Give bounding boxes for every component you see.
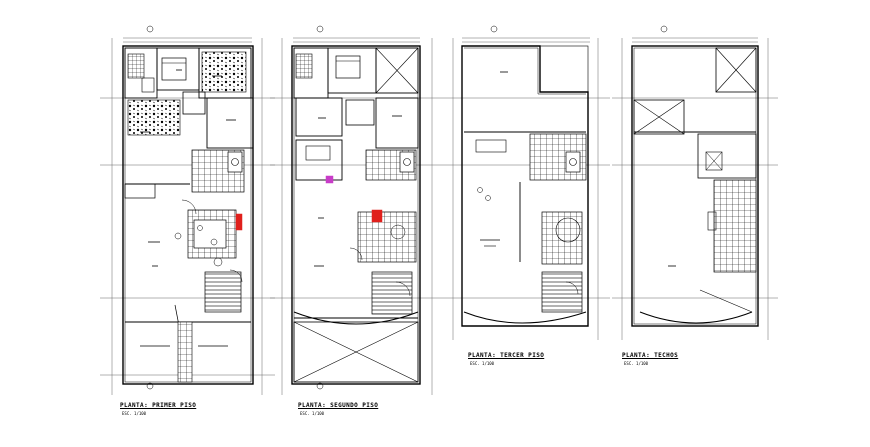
plan-scale-techos: ESC. 1/100 — [624, 361, 649, 366]
plan-scale-primer-piso: ESC. 1/100 — [122, 411, 147, 416]
plan-title-primer-piso: PLANTA: PRIMER PISO — [120, 402, 197, 409]
plan-title-segundo-piso: PLANTA: SEGUNDO PISO — [298, 402, 379, 409]
plan-primer-piso — [100, 25, 275, 395]
plan-techos — [612, 25, 778, 340]
plan-scale-segundo-piso: ESC. 1/100 — [300, 411, 325, 416]
plan-title-techos: PLANTA: TECHOS — [622, 352, 679, 359]
plan-title-tercer-piso: PLANTA: TERCER PISO — [468, 352, 545, 359]
plan-scale-tercer-piso: ESC. 1/100 — [470, 361, 495, 366]
plan-tercer-piso — [445, 25, 610, 340]
plan-segundo-piso — [270, 25, 445, 395]
